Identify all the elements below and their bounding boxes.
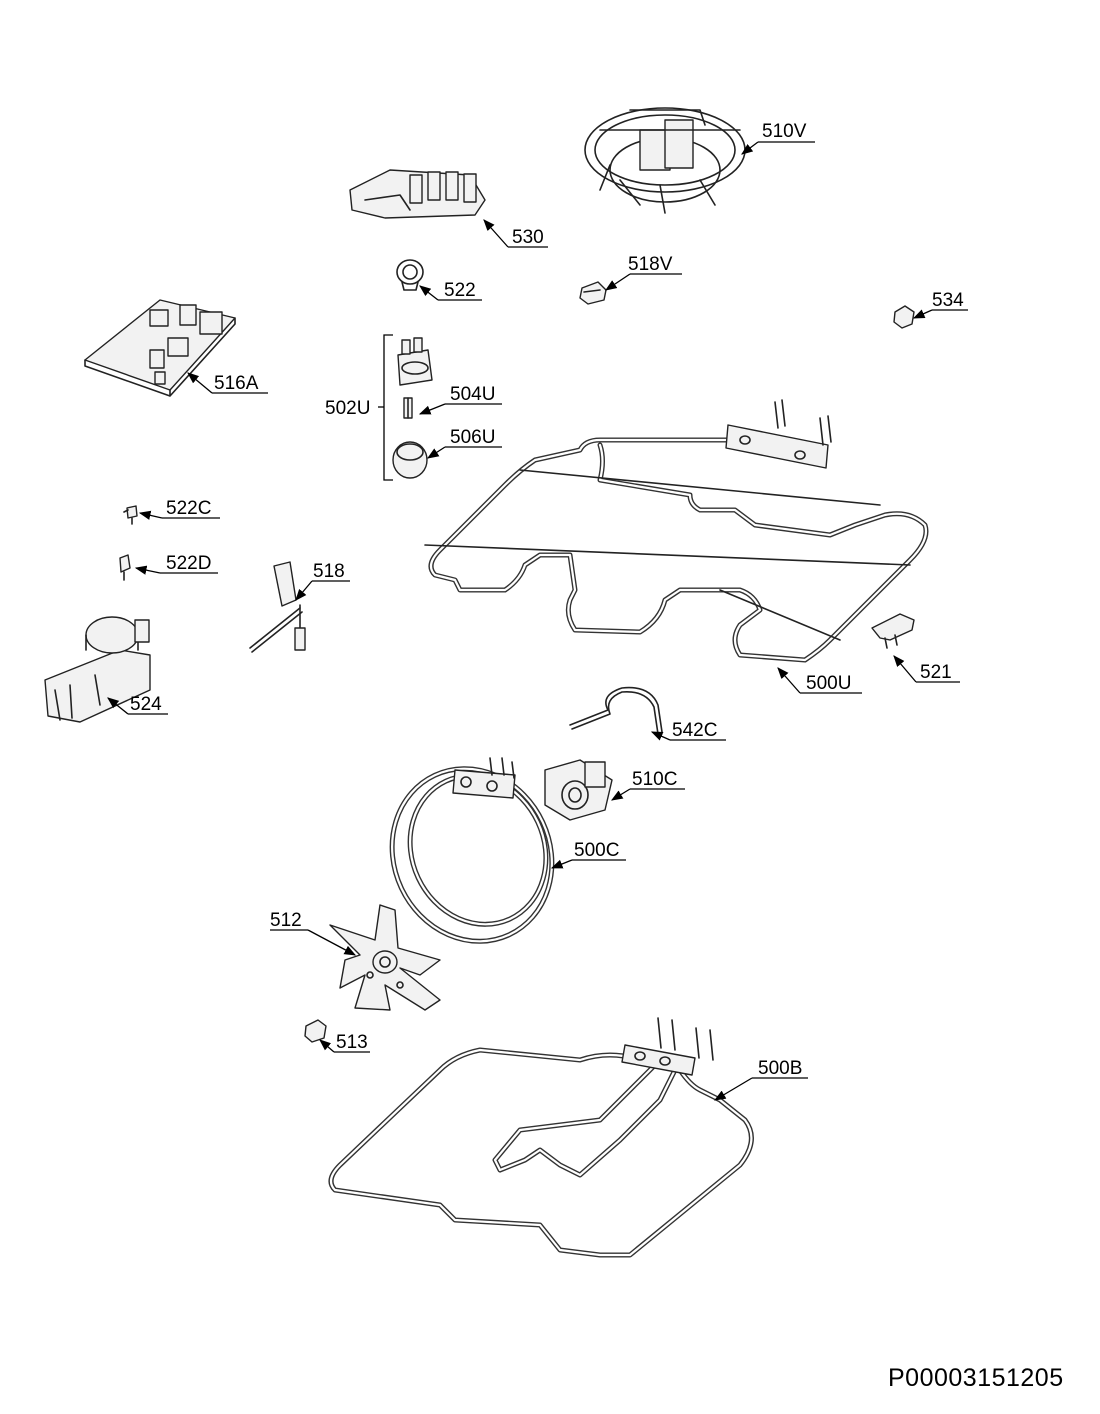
- label-518: 518: [313, 561, 345, 582]
- door-lock-524-drawing: [44, 616, 151, 723]
- nut-513-drawing: [304, 1019, 327, 1043]
- label-502U: 502U: [325, 398, 370, 419]
- circuit-board-516A-drawing: [84, 299, 236, 397]
- label-513: 513: [336, 1032, 368, 1053]
- label-506U: 506U: [450, 427, 495, 448]
- cap-534-drawing: [893, 305, 915, 329]
- fan-motor-510V-drawing: [584, 107, 746, 214]
- heating-element-500C-drawing: [389, 757, 555, 944]
- label-522D: 522D: [166, 553, 211, 574]
- label-522: 522: [444, 280, 476, 301]
- bracket-521-drawing: [871, 613, 915, 649]
- label-512: 512: [270, 910, 302, 931]
- label-500U: 500U: [806, 673, 851, 694]
- heating-element-500B-drawing: [328, 1017, 754, 1258]
- thermostat-518V-drawing: [579, 281, 607, 305]
- label-524: 524: [130, 694, 162, 715]
- label-510V: 510V: [762, 121, 807, 142]
- fan-blade-512-drawing: [329, 904, 441, 1011]
- label-521: 521: [920, 662, 952, 683]
- sensor-518-drawing: [249, 561, 306, 653]
- label-516A: 516A: [214, 373, 259, 394]
- label-530: 530: [512, 227, 544, 248]
- part-522C-drawing: [123, 505, 138, 525]
- fan-motor-510C-drawing: [544, 759, 613, 821]
- spindle-504U-drawing: [403, 397, 413, 419]
- knob-ring-506U-drawing: [392, 441, 428, 479]
- wire-clip-542C-drawing: [569, 686, 663, 735]
- label-522C: 522C: [166, 498, 211, 519]
- heating-element-500U-drawing: [424, 399, 929, 663]
- label-534: 534: [932, 290, 964, 311]
- label-504U: 504U: [450, 384, 495, 405]
- label-518V: 518V: [628, 254, 673, 275]
- knob-502U-drawing: [397, 337, 433, 386]
- drawing-code: P00003151205: [888, 1364, 1064, 1392]
- clip-522-drawing: [396, 259, 424, 291]
- label-542C: 542C: [672, 720, 717, 741]
- label-510C: 510C: [632, 769, 677, 790]
- label-500C: 500C: [574, 840, 619, 861]
- label-500B: 500B: [758, 1058, 802, 1079]
- terminal-block-530-drawing: [349, 169, 486, 219]
- part-522D-drawing: [119, 554, 131, 581]
